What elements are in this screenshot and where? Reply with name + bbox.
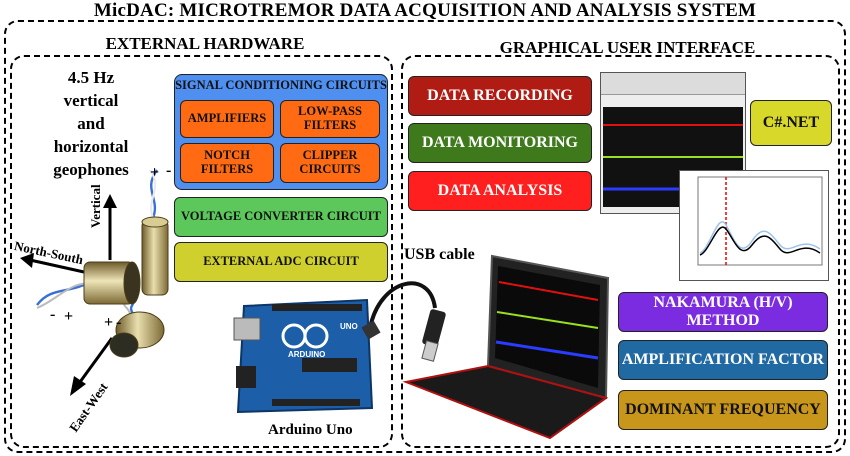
nakamura-method-box: NAKAMURA (H/V) METHOD (618, 292, 828, 332)
geophones-line-5: geophones (53, 160, 129, 179)
voltage-converter-box: VOLTAGE CONVERTER CIRCUIT (174, 197, 388, 237)
data-monitoring-button[interactable]: DATA MONITORING (408, 123, 592, 163)
minus-vertical: - (166, 162, 172, 179)
plus-vertical: + (150, 164, 160, 181)
hv-analysis-plot (697, 176, 823, 266)
notch-filters-box: NOTCH FILTERS (180, 143, 274, 183)
diagram-title: MicDAC: MICROTREMOR DATA ACQUISITION AND… (93, 0, 757, 21)
dominant-frequency-box: DOMINANT FREQUENCY (618, 390, 828, 430)
arduino-brand-text: ARDUINO (288, 350, 326, 359)
minus-ew: - (116, 314, 122, 331)
csharp-net-box: C#.NET (750, 100, 832, 146)
usb-cable-label: USB cable (404, 246, 475, 263)
arduino-label: Arduino Uno (268, 422, 353, 438)
hardware-panel (10, 55, 393, 448)
vertical-label: Vertical (88, 184, 103, 228)
gui-heading: GRAPHICAL USER INTERFACE (499, 38, 756, 57)
geophones-line-4: horizontal (53, 137, 129, 156)
amplifiers-box: AMPLIFIERS (180, 100, 274, 138)
geophones-label: 4.5 Hz vertical and horizontal geophones (36, 66, 146, 181)
clipper-circuits-box: CLIPPER CIRCUITS (280, 143, 380, 183)
monitoring-toolbar (601, 73, 745, 95)
data-recording-button[interactable]: DATA RECORDING (408, 76, 592, 116)
plus-ns: + (64, 308, 74, 325)
signal-conditioning-title: SIGNAL CONDITIONING CIRCUITS (175, 78, 387, 92)
external-adc-box: EXTERNAL ADC CIRCUIT (174, 242, 388, 282)
hardware-heading: EXTERNAL HARDWARE (105, 34, 305, 53)
arduino-uno-board (233, 298, 374, 414)
hv-analysis-screenshot (679, 170, 829, 281)
data-analysis-button[interactable]: DATA ANALYSIS (408, 171, 592, 211)
geophones-line-1: 4.5 Hz (67, 68, 115, 87)
arduino-model-text: UNO (340, 322, 358, 331)
low-pass-filters-box: LOW-PASS FILTERS (280, 100, 380, 138)
geophones-line-2: vertical (63, 91, 119, 110)
geophones-line-3: and (77, 114, 105, 133)
plus-ew: + (104, 314, 114, 331)
geophones-illustration (20, 169, 169, 396)
laptop-illustration (402, 254, 610, 440)
outer-frame (4, 20, 846, 453)
minus-ns: - (50, 306, 56, 323)
usb-cable-illustration (361, 281, 446, 362)
gui-panel (401, 55, 840, 448)
amplification-factor-box: AMPLIFICATION FACTOR (618, 340, 828, 380)
